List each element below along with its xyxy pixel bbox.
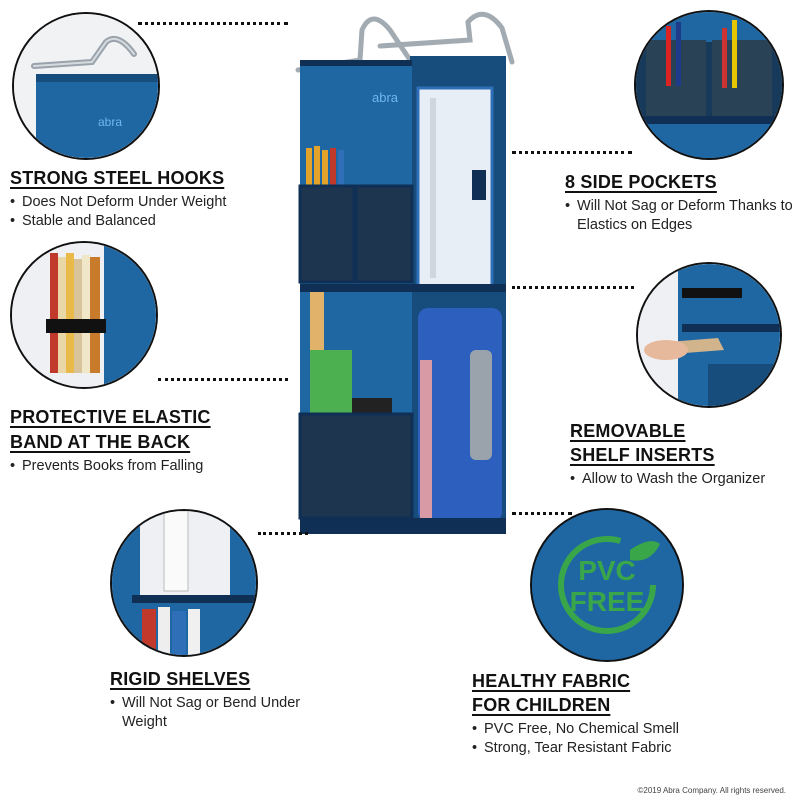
brand-logo: abra <box>98 115 122 129</box>
bullet: Will Not Sag or Bend Under Weight <box>110 694 310 732</box>
feature-bullets-elastic-band: Prevents Books from Falling <box>10 457 290 476</box>
feature-bullets-shelf-inserts: Allow to Wash the Organizer <box>570 470 795 489</box>
copyright-notice: ©2019 Abra Company. All rights reserved. <box>637 786 787 795</box>
feature-title-steel-hooks: STRONG STEEL HOOKS <box>10 168 225 188</box>
feature-title-elastic-band-line2: BAND AT THE BACK <box>10 432 191 452</box>
feature-title-shelf-inserts-line1: REMOVABLE <box>570 421 686 441</box>
bullet: Strong, Tear Resistant Fabric <box>472 739 792 758</box>
bullet: PVC Free, No Chemical Smell <box>472 720 792 739</box>
badge-text-free: FREE <box>569 586 645 617</box>
rigid-shelves-detail-circle <box>110 509 258 657</box>
badge-text-pvc: PVC <box>578 555 636 586</box>
feature-title-healthy-fabric-line1: HEALTHY FABRIC <box>472 671 631 691</box>
leader-pockets <box>512 151 632 154</box>
elastic-band-detail-circle <box>10 241 158 389</box>
pockets-detail-circle <box>634 10 784 160</box>
feature-title-elastic-band-line1: PROTECTIVE ELASTIC <box>10 407 211 427</box>
leader-hooks <box>138 22 288 25</box>
feature-title-healthy-fabric-line2: FOR CHILDREN <box>472 695 611 715</box>
feature-bullets-rigid-shelves: Will Not Sag or Bend Under Weight <box>110 694 310 732</box>
hanger-hook-icon <box>295 11 515 73</box>
leader-shelf <box>512 286 634 289</box>
leaf-icon <box>630 541 660 561</box>
feature-bullets-side-pockets: Will Not Sag or Deform Thanks to Elastic… <box>565 197 795 235</box>
bullet: Does Not Deform Under Weight <box>10 193 290 212</box>
product-brand-logo: abra <box>372 90 399 105</box>
bullet: Stable and Balanced <box>10 212 290 231</box>
bullet: Will Not Sag or Deform Thanks to Elastic… <box>565 197 795 235</box>
shelf-insert-detail-circle <box>636 262 782 408</box>
feature-title-shelf-inserts-line2: SHELF INSERTS <box>570 445 715 465</box>
feature-title-side-pockets: 8 SIDE POCKETS <box>565 172 717 192</box>
hooks-detail-circle: abra <box>12 12 160 160</box>
feature-bullets-healthy-fabric: PVC Free, No Chemical Smell Strong, Tear… <box>472 720 792 758</box>
bullet: Allow to Wash the Organizer <box>570 470 795 489</box>
leader-elastic <box>158 378 288 381</box>
leader-rigid <box>258 532 308 535</box>
hanging-organizer-product: abra <box>280 0 525 545</box>
feature-title-rigid-shelves: RIGID SHELVES <box>110 669 251 689</box>
bullet: Prevents Books from Falling <box>10 457 290 476</box>
pvc-free-badge-circle: PVC FREE <box>530 508 684 662</box>
feature-bullets-steel-hooks: Does Not Deform Under Weight Stable and … <box>10 193 290 231</box>
leader-fabric <box>512 512 572 515</box>
